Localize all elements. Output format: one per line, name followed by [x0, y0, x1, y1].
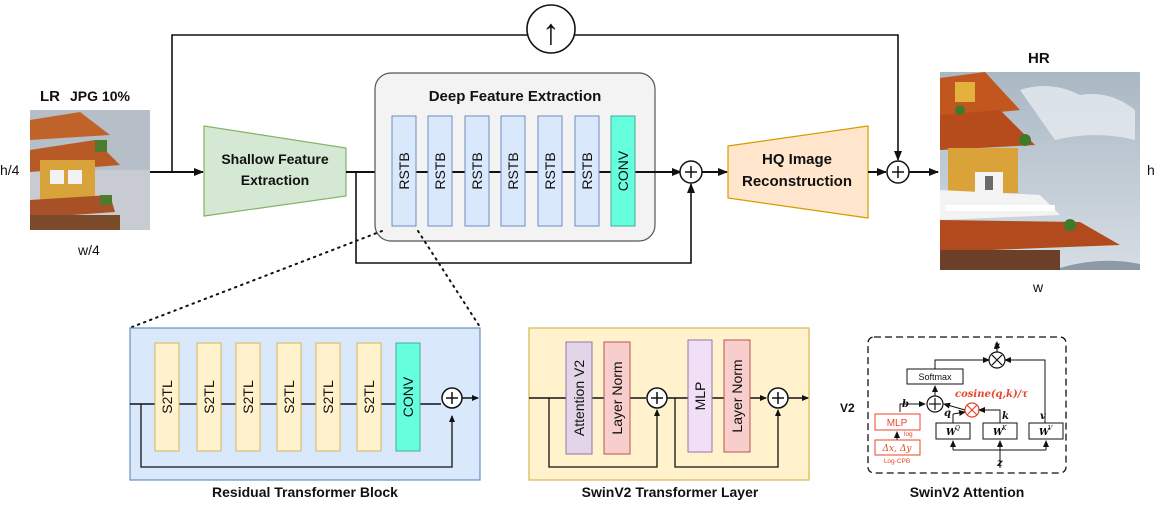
rstb-block: RSTB — [574, 115, 600, 227]
w4-label: w/4 — [77, 242, 100, 258]
rstb-label: RSTB — [469, 152, 485, 189]
wk-sup: K — [1001, 425, 1007, 432]
layer-norm-label: Layer Norm — [729, 359, 745, 432]
global-skip-line — [171, 34, 527, 172]
rtb-conv-label: CONV — [400, 376, 416, 417]
layer-norm-label: Layer Norm — [609, 361, 625, 434]
delta-label: Δx, Δy — [882, 444, 913, 454]
jpg-label: JPG 10% — [70, 88, 130, 104]
lr-label: LR — [40, 88, 60, 105]
rstb-label: RSTB — [505, 152, 521, 189]
s2tl-block: S2TL — [235, 342, 261, 452]
zoom-line-left — [131, 230, 383, 328]
softmax-label: Softmax — [918, 372, 952, 382]
w-label: w — [1032, 279, 1044, 295]
rstb-block: RSTB — [500, 115, 526, 227]
s2tl-block: S2TL — [276, 342, 302, 452]
cosine-label: cosine(q,k)/τ — [955, 389, 1028, 400]
attention-v2-block: Attention V2 — [565, 341, 593, 455]
rstb-label: RSTB — [542, 152, 558, 189]
s2tl-block: S2TL — [356, 342, 382, 452]
q-label: q — [944, 408, 951, 419]
rstb-label: RSTB — [396, 152, 412, 189]
rtb-caption: Residual Transformer Block — [212, 484, 398, 500]
rstb-label: RSTB — [432, 152, 448, 189]
rtb-residual-arrow — [140, 404, 455, 468]
layer-residual-2 — [674, 398, 781, 468]
global-skip-arrow — [575, 34, 902, 161]
lr-image — [30, 110, 150, 230]
s2tl-label: S2TL — [240, 380, 256, 414]
z-bottom-label: z — [996, 458, 1003, 469]
s2tl-block: S2TL — [315, 342, 341, 452]
mlp-label: MLP — [692, 382, 708, 411]
upsample-arrow-icon: ↑ — [542, 11, 560, 52]
cpb-mlp-label: MLP — [887, 418, 908, 429]
shallow-line1: Shallow Feature — [221, 151, 329, 167]
hq-line1: HQ Image — [762, 151, 832, 168]
logcpb-label: Log-CPB — [884, 458, 910, 465]
s2tl-label: S2TL — [201, 380, 217, 414]
hr-label: HR — [1028, 50, 1050, 67]
rstb-block: RSTB — [537, 115, 563, 227]
layer-norm-block: Layer Norm — [603, 341, 631, 455]
s2tl-label: S2TL — [281, 380, 297, 414]
h4-label: h/4 — [0, 162, 20, 178]
rstb-block: RSTB — [427, 115, 453, 227]
zoom-line-right — [417, 230, 481, 328]
wv-sup: V — [1048, 425, 1053, 432]
k-label: k — [1002, 411, 1009, 422]
wv-label: W — [1039, 428, 1050, 438]
deep-feature-title: Deep Feature Extraction — [429, 88, 602, 105]
s2tl-label: S2TL — [320, 380, 336, 414]
wv-box — [1028, 422, 1064, 440]
wk-label: W — [993, 428, 1004, 438]
mlp-block: MLP — [687, 339, 713, 453]
layer-residual-1 — [548, 398, 660, 468]
rtb-conv-block: CONV — [395, 342, 421, 452]
s2tl-label: S2TL — [159, 380, 175, 414]
attention-caption: SwinV2 Attention — [910, 484, 1025, 500]
hr-image — [940, 72, 1140, 270]
h-label: h — [1147, 162, 1155, 178]
shallow-line2: Extraction — [241, 172, 309, 188]
hq-reconstruction-block — [727, 125, 869, 219]
attention-v2-label: Attention V2 — [571, 360, 587, 436]
conv-block: CONV — [610, 115, 636, 227]
cpb-mlp-box — [874, 413, 921, 431]
rstb-label: RSTB — [579, 152, 595, 189]
v-label: v — [1040, 411, 1046, 422]
wq-sup: Q — [955, 425, 960, 432]
log-label: log — [904, 431, 913, 438]
layer-norm-block: Layer Norm — [723, 339, 751, 453]
s2tl-label: S2TL — [361, 380, 377, 414]
wq-label: W — [946, 428, 957, 438]
hq-line2: Reconstruction — [742, 173, 852, 190]
layer-caption: SwinV2 Transformer Layer — [582, 484, 759, 500]
conv-label: CONV — [615, 150, 631, 191]
rstb-block: RSTB — [391, 115, 417, 227]
deep-residual-arrow — [355, 172, 695, 264]
s2tl-block: S2TL — [154, 342, 180, 452]
s2tl-block: S2TL — [196, 342, 222, 452]
shallow-feature-block — [203, 125, 347, 217]
v2-label: V2 — [840, 401, 855, 415]
delta-box — [874, 439, 921, 456]
upsample-circle — [526, 4, 576, 54]
rstb-block: RSTB — [464, 115, 490, 227]
